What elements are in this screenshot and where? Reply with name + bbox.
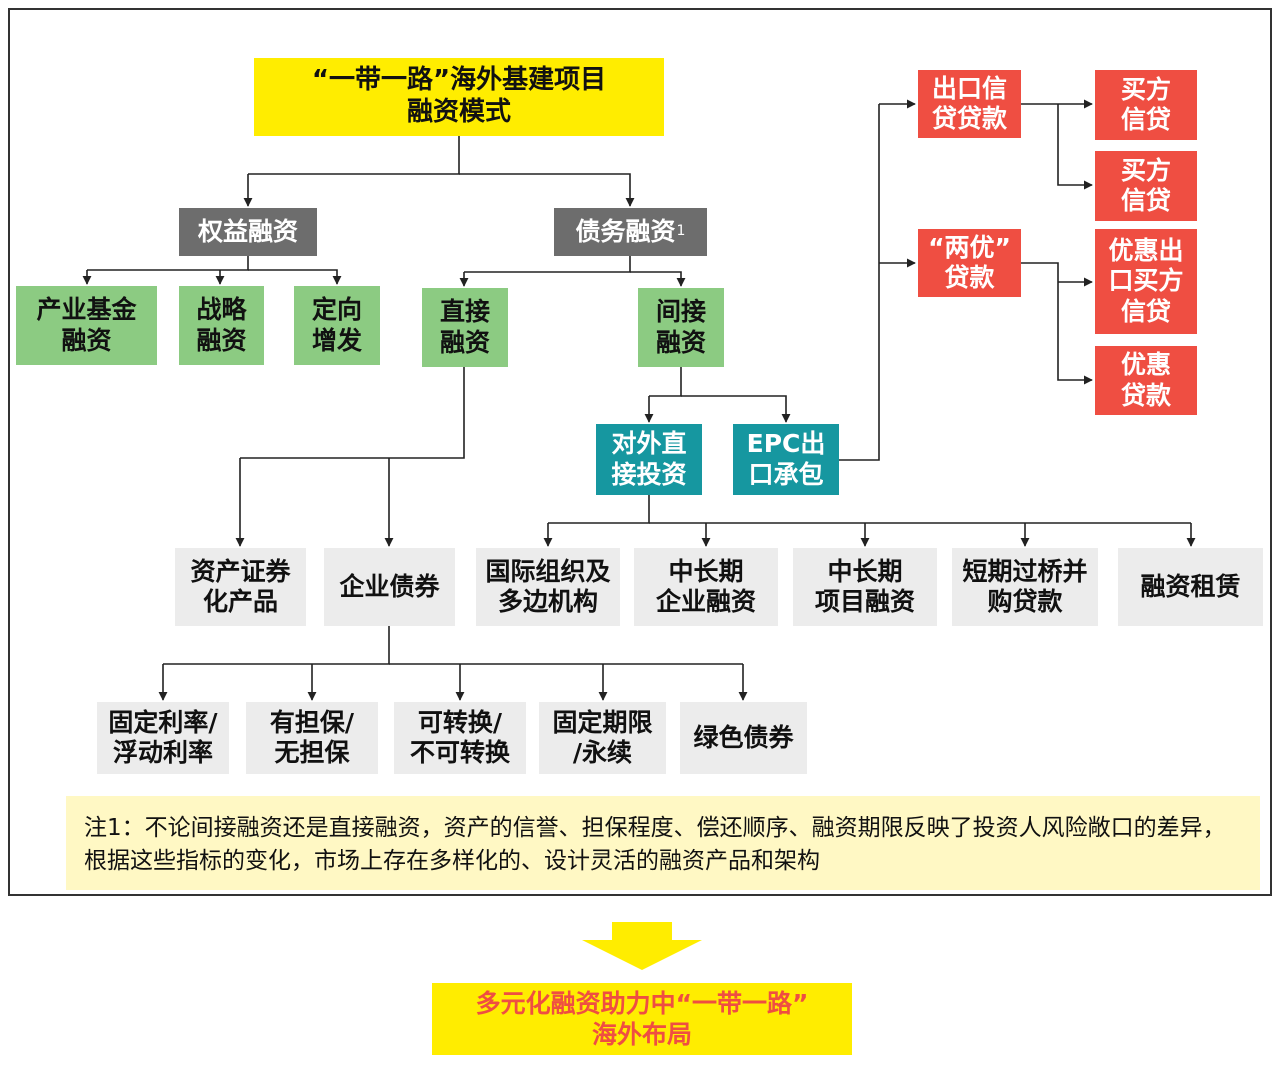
direct-financing-box: 直接 融资 bbox=[422, 288, 508, 367]
fdi-box: 对外直 接投资 bbox=[596, 424, 702, 495]
export-credit-box: 出口信 贷贷款 bbox=[918, 70, 1021, 138]
two-preferential-box: “两优” 贷款 bbox=[918, 229, 1021, 297]
down-arrow-icon bbox=[582, 922, 702, 970]
preferential-buyer-credit-box: 优惠出 口买方 信贷 bbox=[1095, 229, 1197, 334]
industry-fund-box: 产业基金 融资 bbox=[16, 286, 157, 365]
connector-lines bbox=[82, 99, 1196, 701]
debt-financing-label: 债务融资 bbox=[575, 216, 676, 246]
enterprise-bonds-box: 企业债券 bbox=[324, 548, 455, 626]
buyer-credit-box-2: 买方 信贷 bbox=[1095, 151, 1197, 221]
preferential-loan-box: 优惠 贷款 bbox=[1095, 346, 1197, 415]
green-bonds-box: 绿色债券 bbox=[680, 702, 807, 774]
intl-orgs-box: 国际组织及 多边机构 bbox=[476, 548, 620, 626]
private-placement-box: 定向 增发 bbox=[294, 286, 380, 365]
convertible-box: 可转换/ 不可转换 bbox=[394, 702, 526, 774]
secured-unsecured-box: 有担保/ 无担保 bbox=[246, 702, 378, 774]
fixed-term-perpetual-box: 固定期限 /永续 bbox=[539, 702, 666, 774]
conclusion-box: 多元化融资助力中“一带一路” 海外布局 bbox=[432, 983, 852, 1055]
footnote: 注1：不论间接融资还是直接融资，资产的信誉、担保程度、偿还顺序、融资期限反映了投… bbox=[66, 796, 1260, 890]
short-bridge-box: 短期过桥并 购贷款 bbox=[952, 548, 1098, 626]
fixed-floating-rate-box: 固定利率/ 浮动利率 bbox=[97, 702, 229, 774]
epc-box: EPC出 口承包 bbox=[733, 424, 839, 495]
footnote-marker: 1 bbox=[676, 223, 686, 240]
strategic-financing-box: 战略 融资 bbox=[179, 286, 264, 365]
title-box: “一带一路”海外基建项目 融资模式 bbox=[254, 58, 664, 136]
diagram-frame bbox=[8, 8, 1272, 896]
mid-long-project-box: 中长期 项目融资 bbox=[793, 548, 937, 626]
mid-long-enterprise-box: 中长期 企业融资 bbox=[634, 548, 778, 626]
financial-leasing-box: 融资租赁 bbox=[1118, 548, 1263, 626]
asset-securitization-box: 资产证券 化产品 bbox=[175, 548, 306, 626]
buyer-credit-box-1: 买方 信贷 bbox=[1095, 70, 1197, 140]
indirect-financing-box: 间接 融资 bbox=[638, 288, 724, 367]
equity-financing-box: 权益融资 bbox=[179, 208, 317, 256]
